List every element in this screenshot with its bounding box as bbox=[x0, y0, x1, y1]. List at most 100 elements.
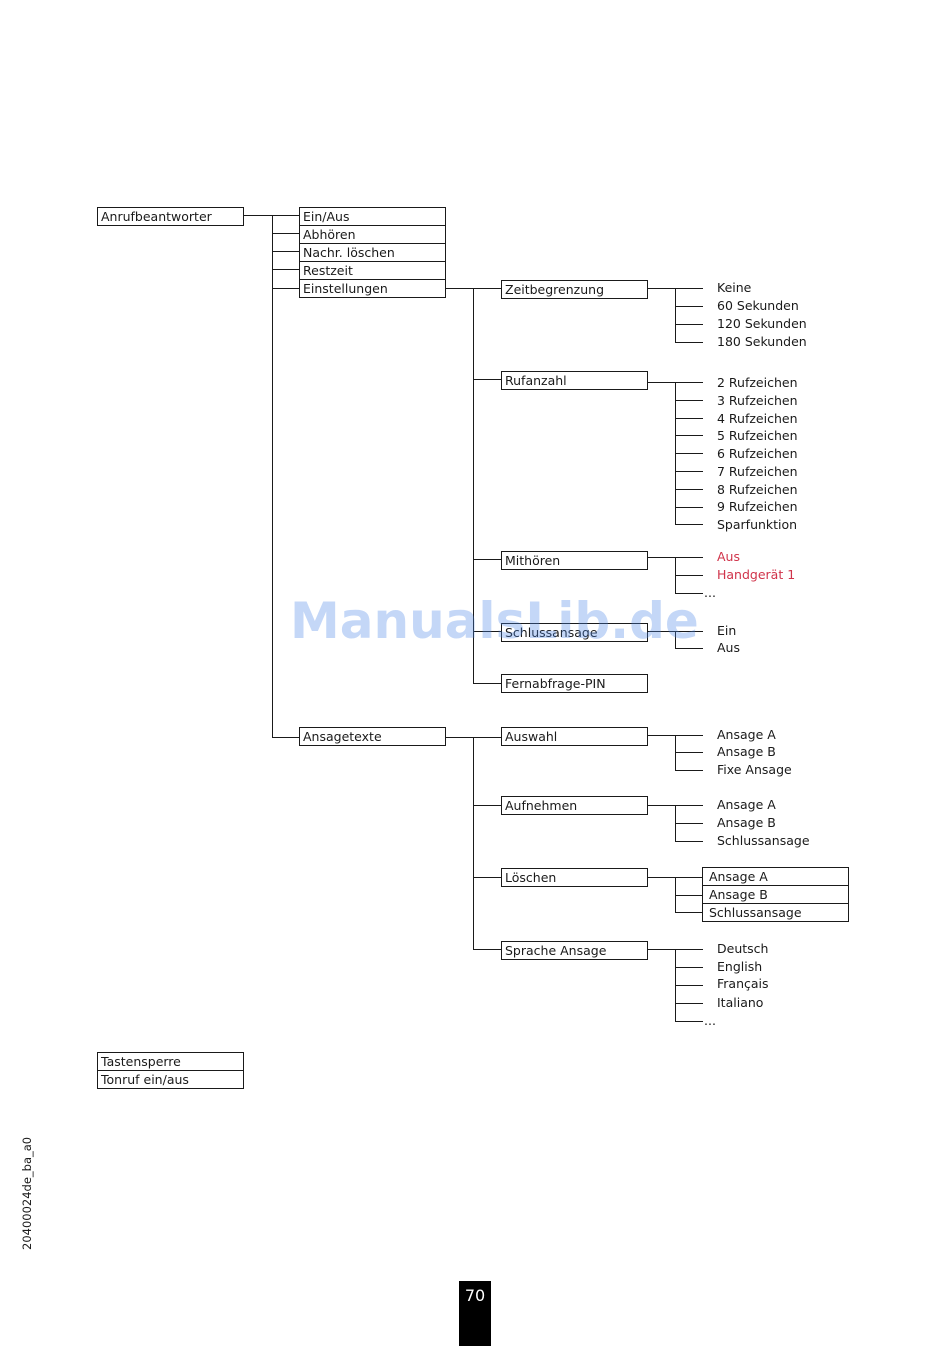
connector bbox=[473, 949, 501, 950]
leaf-option: 5 Rufzeichen bbox=[717, 428, 798, 443]
leaf-option: Sparfunktion bbox=[717, 517, 798, 532]
node-rufanzahl: Rufanzahl bbox=[501, 371, 648, 390]
connector bbox=[675, 752, 703, 753]
connector bbox=[272, 215, 273, 738]
document-code: 20400024de_ba_a0 bbox=[20, 1136, 34, 1250]
connector bbox=[647, 382, 676, 383]
node-aufnehmen: Aufnehmen bbox=[501, 796, 648, 815]
connector bbox=[675, 306, 703, 307]
connector bbox=[675, 435, 703, 436]
connector bbox=[675, 557, 703, 558]
leaf-option: English bbox=[717, 959, 763, 974]
leaf-option: 6 Rufzeichen bbox=[717, 446, 798, 461]
connector bbox=[675, 735, 676, 771]
connector bbox=[647, 949, 676, 950]
loeschen-options-stack: Ansage A Ansage B Schlussansage bbox=[702, 867, 849, 922]
connector bbox=[675, 453, 703, 454]
connector bbox=[473, 737, 474, 950]
node-einstellungen: Einstellungen bbox=[299, 279, 446, 298]
node-loeschen-ansage-b: Ansage B bbox=[702, 885, 849, 904]
connector bbox=[675, 471, 703, 472]
connector bbox=[675, 593, 703, 594]
leaf-ellipsis: ... bbox=[704, 585, 716, 600]
leaf-option-highlighted: Handgerät 1 bbox=[717, 567, 796, 582]
leaf-option: Ansage A bbox=[717, 797, 776, 812]
connector bbox=[675, 770, 703, 771]
connector bbox=[675, 967, 703, 968]
connector bbox=[272, 215, 300, 216]
connector bbox=[675, 288, 703, 289]
connector bbox=[272, 288, 300, 289]
connector bbox=[675, 382, 703, 383]
root-items-stack: Ein/Aus Abhören Nachr. löschen Restzeit … bbox=[299, 207, 446, 298]
connector bbox=[647, 631, 676, 632]
node-sprache-ansage: Sprache Ansage bbox=[501, 941, 648, 960]
connector bbox=[473, 379, 501, 380]
connector bbox=[473, 559, 501, 560]
leaf-option: 7 Rufzeichen bbox=[717, 464, 798, 479]
connector bbox=[473, 877, 501, 878]
node-loeschen-ansage-a: Ansage A bbox=[702, 867, 849, 886]
leaf-option: Fixe Ansage bbox=[717, 762, 792, 777]
leaf-option: 8 Rufzeichen bbox=[717, 482, 798, 497]
leaf-option: Ansage A bbox=[717, 727, 776, 742]
leaf-option: 120 Sekunden bbox=[717, 316, 807, 331]
connector bbox=[675, 631, 703, 632]
other-items-stack: Tastensperre Tonruf ein/aus bbox=[97, 1052, 244, 1089]
leaf-option: Italiano bbox=[717, 995, 764, 1010]
node-zeitbegrenzung: Zeitbegrenzung bbox=[501, 280, 648, 299]
connector bbox=[675, 489, 703, 490]
leaf-option: 180 Sekunden bbox=[717, 334, 807, 349]
leaf-option-highlighted: Aus bbox=[717, 549, 740, 564]
connector bbox=[647, 805, 676, 806]
node-nachr-loeschen: Nachr. löschen bbox=[299, 243, 446, 262]
connector bbox=[675, 1021, 703, 1022]
connector bbox=[473, 737, 501, 738]
connector bbox=[675, 507, 703, 508]
connector bbox=[473, 288, 501, 289]
connector bbox=[675, 342, 703, 343]
connector bbox=[675, 985, 703, 986]
node-loeschen: Löschen bbox=[501, 868, 648, 887]
connector bbox=[675, 949, 703, 950]
connector bbox=[675, 288, 676, 342]
connector bbox=[647, 735, 676, 736]
connector bbox=[675, 912, 703, 913]
connector bbox=[473, 288, 474, 683]
connector bbox=[675, 324, 703, 325]
connector bbox=[675, 877, 703, 878]
leaf-option: Français bbox=[717, 976, 769, 991]
connector bbox=[675, 631, 676, 649]
node-mithoeren: Mithören bbox=[501, 551, 648, 570]
leaf-option: Schlussansage bbox=[717, 833, 810, 848]
connector bbox=[272, 233, 300, 234]
node-loeschen-schlussansage: Schlussansage bbox=[702, 903, 849, 922]
leaf-option: 9 Rufzeichen bbox=[717, 499, 798, 514]
connector bbox=[675, 575, 703, 576]
node-tonruf: Tonruf ein/aus bbox=[97, 1070, 244, 1089]
connector bbox=[272, 737, 300, 738]
page-number: 70 bbox=[459, 1281, 491, 1346]
connector bbox=[445, 737, 474, 738]
node-ein-aus: Ein/Aus bbox=[299, 207, 446, 226]
connector bbox=[272, 251, 300, 252]
connector bbox=[675, 895, 703, 896]
watermark-text: ManualsLib.de bbox=[290, 592, 699, 650]
node-fernabfrage-pin: Fernabfrage-PIN bbox=[501, 674, 648, 693]
connector bbox=[473, 805, 501, 806]
node-ansagetexte: Ansagetexte bbox=[299, 727, 446, 746]
leaf-option: 60 Sekunden bbox=[717, 298, 799, 313]
connector bbox=[647, 557, 676, 558]
connector bbox=[675, 735, 703, 736]
leaf-ellipsis: ... bbox=[704, 1013, 716, 1028]
leaf-option: Keine bbox=[717, 280, 752, 295]
node-restzeit: Restzeit bbox=[299, 261, 446, 280]
leaf-option: 4 Rufzeichen bbox=[717, 411, 798, 426]
connector bbox=[243, 215, 273, 216]
leaf-option: 2 Rufzeichen bbox=[717, 375, 798, 390]
connector bbox=[675, 418, 703, 419]
leaf-option: Ansage B bbox=[717, 815, 776, 830]
node-anrufbeantworter: Anrufbeantworter bbox=[97, 207, 244, 226]
connector bbox=[647, 288, 676, 289]
